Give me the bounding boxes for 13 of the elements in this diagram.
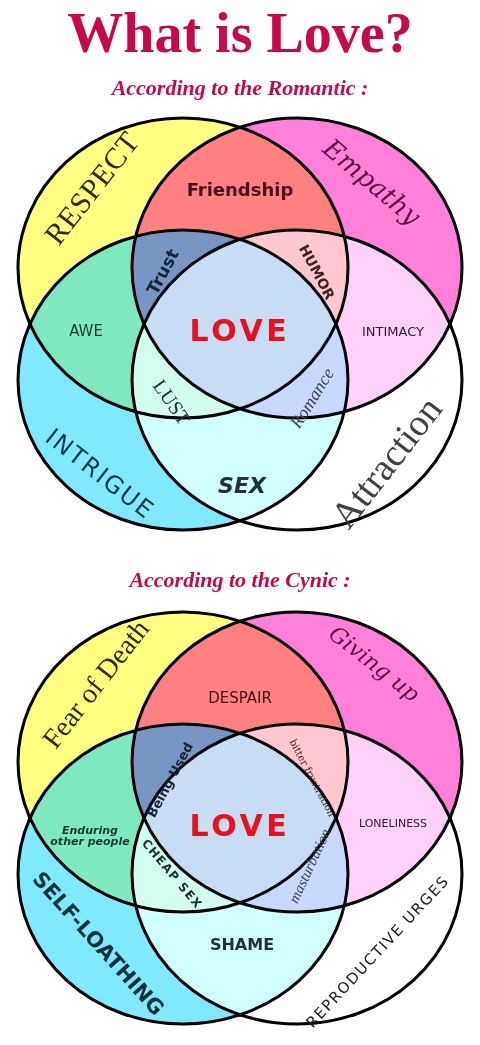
subtitle: According to the Romantic : (111, 77, 369, 99)
love-label: LOVE (189, 811, 291, 841)
subtitle: According to the Cynic : (129, 569, 351, 591)
region-label: LONELINESS (358, 817, 428, 829)
region-label: Friendship (186, 181, 294, 199)
region-label: AWE (69, 323, 103, 339)
region-label: SEX (218, 475, 266, 497)
region-label: SHAME (209, 937, 275, 953)
love-label: LOVE (189, 316, 291, 346)
title: What is Love? (67, 2, 413, 64)
region-label: DESPAIR (208, 690, 272, 706)
region-label: Enduring other people (49, 825, 131, 847)
region-label: INTIMACY (362, 324, 424, 338)
